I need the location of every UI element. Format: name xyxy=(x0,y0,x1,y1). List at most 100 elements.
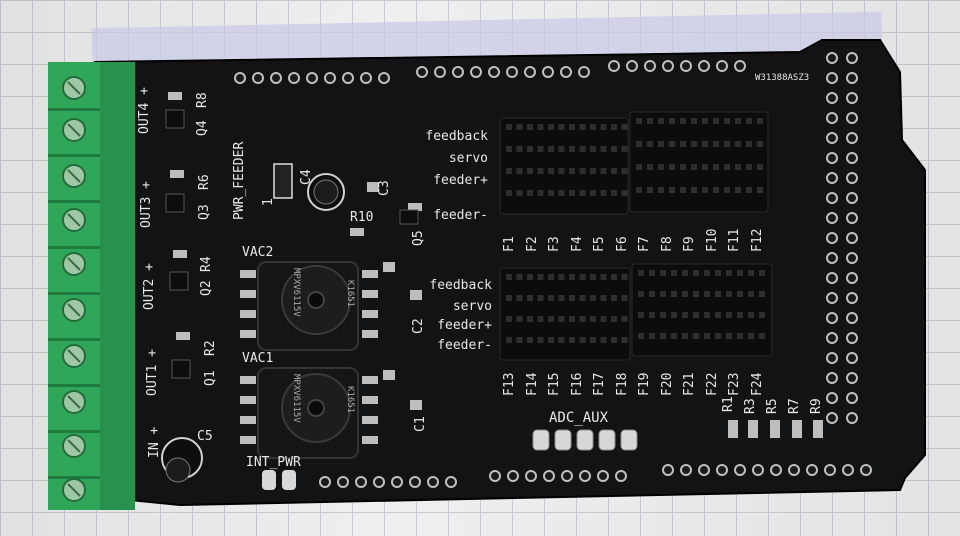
header-pins xyxy=(234,60,872,488)
in-label: IN + xyxy=(147,426,162,458)
label-feeder-plus-bottom: feeder+ xyxy=(437,318,492,333)
feeder-pin xyxy=(693,291,699,297)
feeder-pin xyxy=(621,146,628,152)
feeder-pin xyxy=(671,312,677,318)
feeder-pin xyxy=(693,270,699,276)
feeder-pin xyxy=(757,164,763,170)
feeder-pin xyxy=(506,316,512,322)
feeder-pin xyxy=(506,190,512,196)
feeder-pin xyxy=(647,187,653,193)
sensor-code-vac1: K1651 xyxy=(345,386,355,414)
feeder-pin xyxy=(748,270,754,276)
feeder-pin xyxy=(649,270,655,276)
feeder-pin xyxy=(748,333,754,339)
feeder-pin xyxy=(527,274,533,280)
adc-aux-pads xyxy=(532,429,638,451)
feeder-pin xyxy=(735,118,741,124)
feeder-pin xyxy=(759,291,765,297)
feeder-pin xyxy=(621,168,628,174)
out2-label: OUT2 + xyxy=(142,263,157,310)
r10-label: R10 xyxy=(350,210,374,225)
feeder-pin xyxy=(569,168,575,174)
feeder-pin xyxy=(757,141,763,147)
feeder-pin xyxy=(715,333,721,339)
feeder-pin xyxy=(579,124,586,130)
feeder-pin xyxy=(558,146,565,152)
vac1-label: VAC1 xyxy=(242,351,274,366)
feeder-pin xyxy=(693,312,699,318)
r4-label: R4 xyxy=(199,256,214,272)
feeder-pin xyxy=(759,270,765,276)
feeder-pin xyxy=(590,124,596,130)
feeder-pin xyxy=(638,333,644,339)
feeder-pin xyxy=(724,164,730,170)
feeder-pin xyxy=(611,146,617,152)
feeder-pin xyxy=(713,187,719,193)
feeder-pin xyxy=(621,337,628,343)
feeder-pin xyxy=(516,168,523,174)
feeder-pin xyxy=(506,295,512,301)
feeder-pin xyxy=(671,333,677,339)
feeder-pin xyxy=(579,168,586,174)
feeder-pin xyxy=(691,141,697,147)
feeder-pin xyxy=(558,337,565,343)
feeder-pin xyxy=(527,168,533,174)
feeder-pin xyxy=(735,164,741,170)
label-feedback-top: feedback xyxy=(425,129,488,144)
feeder-pin xyxy=(548,190,554,196)
feeder-pin xyxy=(682,291,688,297)
feeder-pin xyxy=(735,141,741,147)
feeder-pin xyxy=(548,316,554,322)
feeder-label-top-1: F1 xyxy=(502,236,517,252)
feeder-pin xyxy=(682,312,688,318)
feeder-pin xyxy=(600,274,607,280)
feeder-pin xyxy=(537,168,544,174)
r1-label: R1 xyxy=(721,396,736,412)
feeder-pin xyxy=(506,124,512,130)
feeder-pin xyxy=(548,274,554,280)
feeder-pin xyxy=(658,118,664,124)
feeder-pin xyxy=(569,316,575,322)
r8-label: R8 xyxy=(195,92,210,108)
feeder-pin xyxy=(669,187,675,193)
feeder-pin xyxy=(590,190,596,196)
feeder-label-bottom-6: F18 xyxy=(614,372,630,396)
feeder-pin xyxy=(579,337,586,343)
feeder-pin xyxy=(516,295,523,301)
sensor-text-vac2: MPXV6115V xyxy=(291,268,301,317)
label-feeder-plus-top: feeder+ xyxy=(433,173,488,188)
feeder-pin xyxy=(724,118,730,124)
feeder-pin xyxy=(621,295,628,301)
feeder-pin xyxy=(527,146,533,152)
feeder-pin xyxy=(680,118,686,124)
feeder-pin xyxy=(611,190,617,196)
feeder-pin xyxy=(649,333,655,339)
feeder-pin xyxy=(660,270,666,276)
r3-label: R3 xyxy=(743,398,758,414)
feeder-pin xyxy=(527,190,533,196)
feeder-pin xyxy=(611,337,617,343)
feeder-pin xyxy=(516,146,523,152)
feeder-pin xyxy=(611,124,617,130)
feeder-pin xyxy=(569,274,575,280)
r6-label: R6 xyxy=(197,174,212,190)
feeder-pin xyxy=(638,291,644,297)
feeder-label-bottom-9: F21 xyxy=(682,372,697,396)
q5-label: Q5 xyxy=(411,230,426,246)
feeder-pin xyxy=(600,316,607,322)
feeder-pin xyxy=(621,316,628,322)
capacitor-c4 xyxy=(307,173,345,211)
feeder-pin xyxy=(548,124,554,130)
feeder-pin xyxy=(600,295,607,301)
int-pwr-label: INT_PWR xyxy=(246,455,301,470)
feeder-pin xyxy=(715,270,721,276)
out1-label: OUT1 + xyxy=(145,349,160,396)
feeder-pin xyxy=(537,124,544,130)
feeder-pin xyxy=(600,124,607,130)
feeder-pin xyxy=(590,274,596,280)
feeder-pin xyxy=(527,295,533,301)
feeder-pin xyxy=(649,312,655,318)
feeder-pin xyxy=(569,190,575,196)
feeder-label-top-9: F9 xyxy=(682,236,697,252)
feeder-label-top-8: F8 xyxy=(659,236,675,252)
